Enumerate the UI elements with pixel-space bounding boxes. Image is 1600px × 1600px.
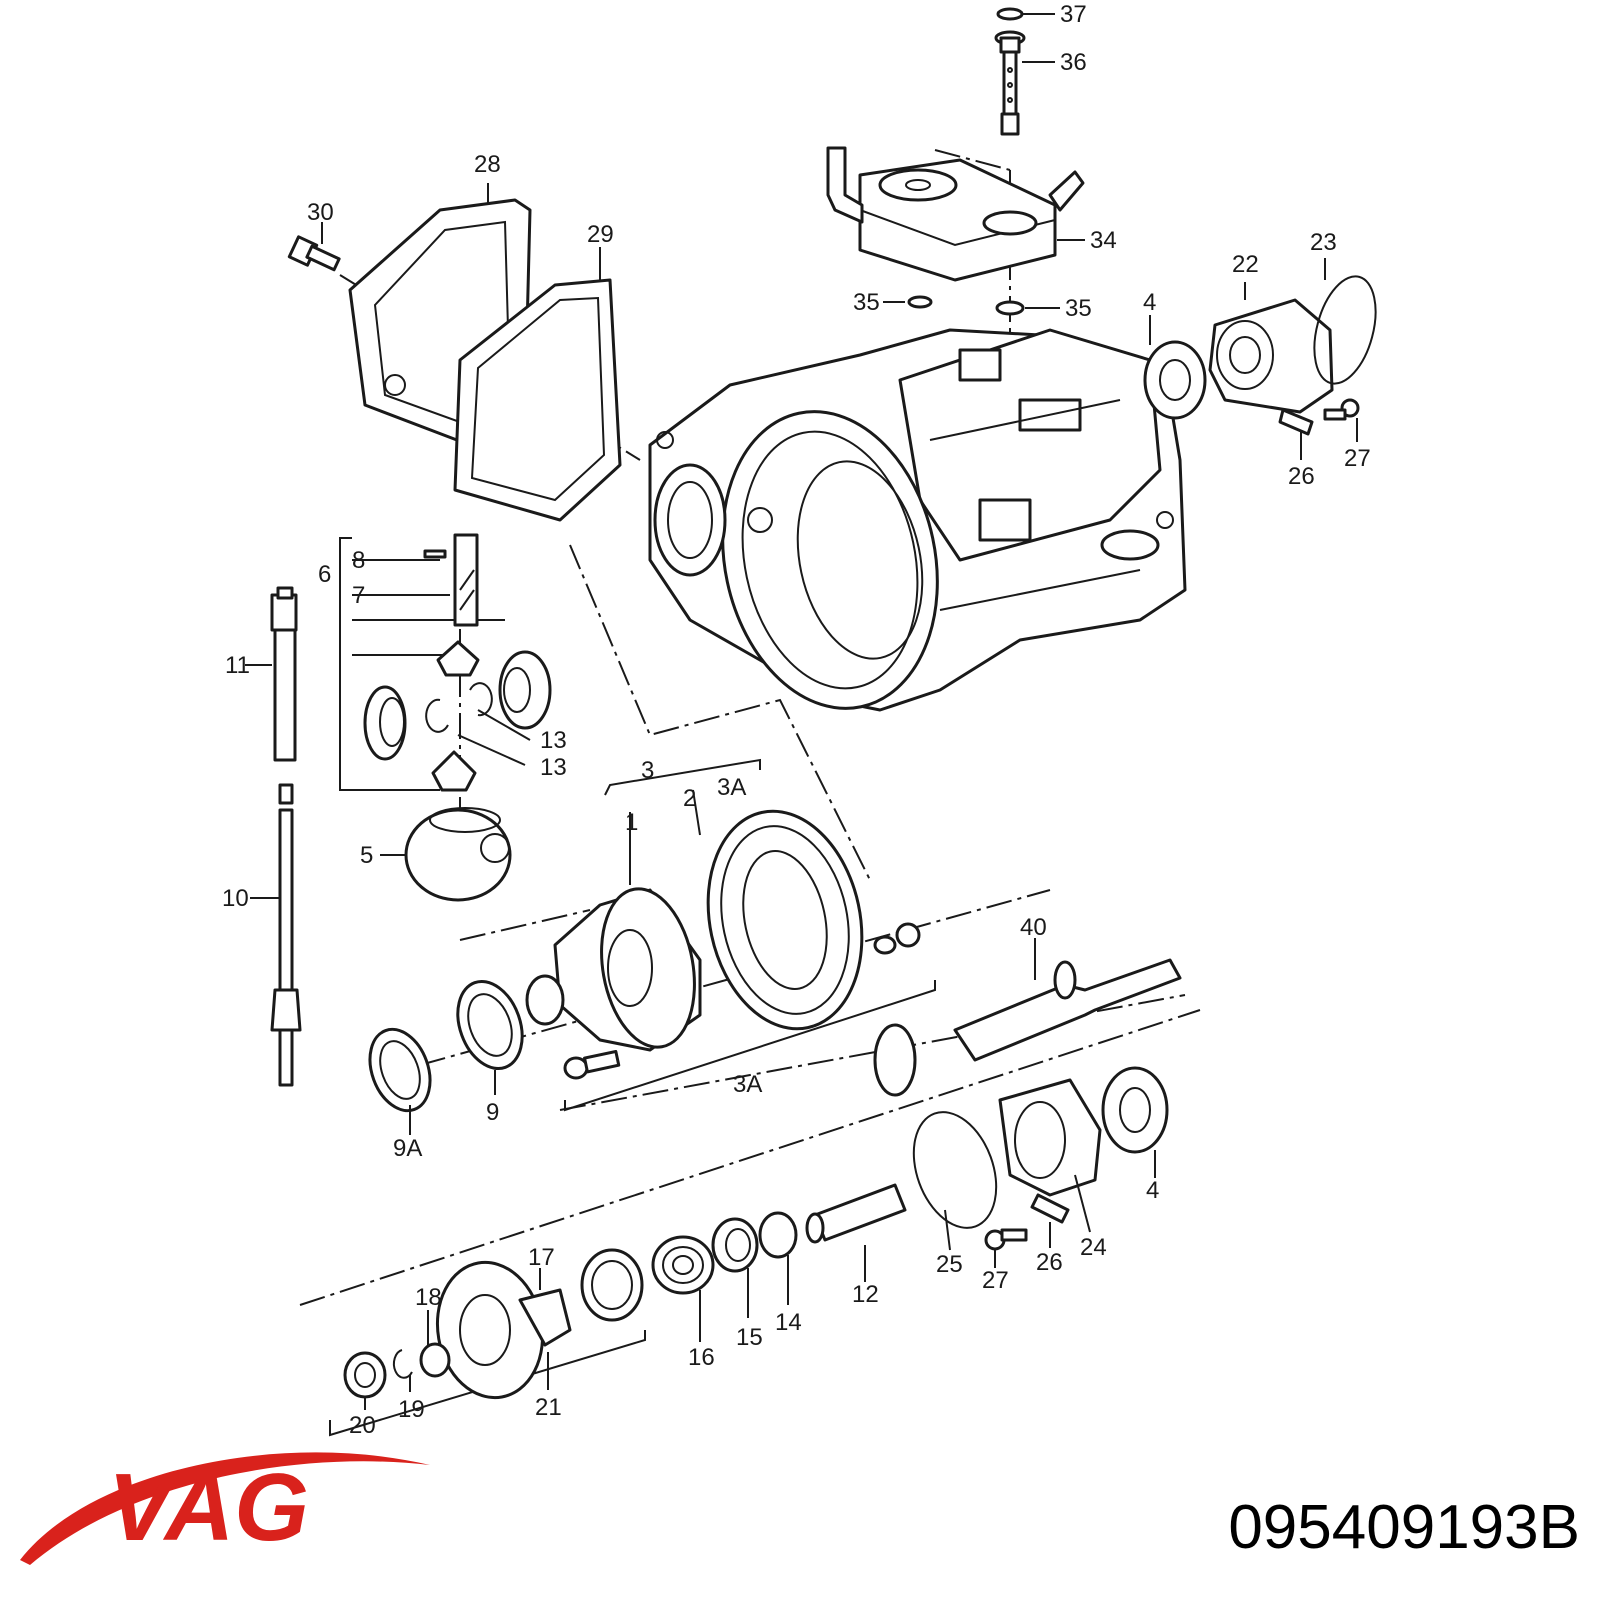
bearing-bottom <box>1101 1066 1169 1154</box>
callout-40: 40 <box>1020 914 1047 941</box>
callout-17: 17 <box>528 1244 555 1271</box>
callout-36: 36 <box>1060 49 1087 76</box>
callout-16: 16 <box>688 1344 715 1371</box>
washers <box>873 922 921 955</box>
flange-assembly <box>435 1260 572 1400</box>
differential-case <box>525 887 702 1052</box>
pan-gasket <box>453 278 622 522</box>
callout-34: 34 <box>1090 227 1117 254</box>
transmission-housing <box>648 328 1187 712</box>
callout-26-bottom: 26 <box>1036 1249 1063 1276</box>
logo-text: VAG <box>108 1454 309 1561</box>
callout-9: 9 <box>486 1099 499 1126</box>
callout-4-bottom: 4 <box>1146 1177 1159 1204</box>
planet-gear-bottom <box>431 750 477 792</box>
callout-35-right: 35 <box>1065 295 1092 322</box>
output-shaft <box>805 1183 907 1244</box>
shaft-pin <box>423 549 447 559</box>
oil-cooler <box>826 146 1085 282</box>
callout-1: 1 <box>625 809 638 836</box>
circlip-left <box>425 698 449 733</box>
flange-bottom <box>998 1078 1102 1197</box>
shim-9a <box>368 1027 432 1113</box>
callout-22: 22 <box>1232 251 1259 278</box>
callout-6: 6 <box>318 561 331 588</box>
cooler-seal-left <box>907 295 933 309</box>
callout-8: 8 <box>352 547 365 574</box>
side-gear-right <box>498 650 552 730</box>
o-ring-top <box>1313 275 1377 385</box>
bolt-top <box>1323 398 1360 421</box>
flange-housing <box>1208 298 1334 414</box>
synchro-ring <box>758 1211 798 1259</box>
spring <box>651 1235 715 1295</box>
callout-35-left: 35 <box>853 289 880 316</box>
callout-7: 7 <box>352 582 365 609</box>
seal-ring <box>711 1217 759 1273</box>
leader-lines <box>245 13 1358 1410</box>
callout-11: 11 <box>225 652 250 679</box>
circlip-right <box>469 682 493 717</box>
cap <box>343 1351 387 1399</box>
differential-housing <box>404 807 512 902</box>
speedo-bushing <box>270 586 298 762</box>
bearing-cup <box>580 1248 644 1322</box>
speedo-drive-gear <box>456 979 524 1071</box>
callout-25: 25 <box>936 1251 963 1278</box>
callout-30: 30 <box>307 199 334 226</box>
banjo-bolt-washer <box>996 7 1024 21</box>
cooler-seal-right <box>995 300 1025 316</box>
bearing-top <box>1143 340 1207 420</box>
callout-5: 5 <box>360 842 373 869</box>
input-shaft <box>873 958 1182 1097</box>
crown-wheel-bolt <box>563 1049 621 1080</box>
callout-labels: 37 36 28 30 29 34 35 35 23 22 4 26 27 8 … <box>222 1 1371 1439</box>
planet-gear-top <box>436 640 480 677</box>
circlip <box>392 1349 413 1379</box>
lock-washer <box>419 1342 451 1378</box>
callout-3a-top: 3A <box>717 774 746 801</box>
callout-2: 2 <box>683 785 696 812</box>
callout-13-a: 13 <box>540 727 567 754</box>
callout-3: 3 <box>641 757 654 784</box>
callout-3a-bottom: 3A <box>733 1071 762 1098</box>
callout-4-top: 4 <box>1143 289 1156 316</box>
callout-28: 28 <box>474 151 501 178</box>
callout-18: 18 <box>415 1284 442 1311</box>
lock-plate-top <box>1278 408 1314 436</box>
pinion-shaft <box>453 533 479 627</box>
callout-10: 10 <box>222 885 249 912</box>
bolt-bottom <box>984 1228 1028 1251</box>
callout-27-bottom: 27 <box>982 1267 1009 1294</box>
crown-wheel <box>706 809 864 1031</box>
callout-20: 20 <box>349 1412 376 1439</box>
callout-14: 14 <box>775 1309 802 1336</box>
logo-swoosh <box>20 1452 430 1565</box>
side-gear-left <box>363 685 407 761</box>
callout-23: 23 <box>1310 229 1337 256</box>
cooler-banjo-bolt <box>994 30 1026 136</box>
callout-37: 37 <box>1060 1 1087 28</box>
callout-15: 15 <box>736 1324 763 1351</box>
part-number: 095409193B <box>1228 1493 1580 1562</box>
callout-29: 29 <box>587 221 614 248</box>
callout-12: 12 <box>852 1281 879 1308</box>
callout-21: 21 <box>535 1394 562 1421</box>
pan-bolt <box>287 235 341 272</box>
callout-19: 19 <box>398 1396 425 1423</box>
o-ring-bottom <box>912 1111 998 1229</box>
callout-26-top: 26 <box>1288 463 1315 490</box>
callout-27-top: 27 <box>1344 445 1371 472</box>
vag-logo: VAG <box>20 1452 430 1565</box>
callout-9a: 9A <box>393 1135 422 1162</box>
lock-plate-bottom <box>1030 1193 1070 1224</box>
callout-13-b: 13 <box>540 754 567 781</box>
speedo-shaft <box>270 783 302 1087</box>
callout-24: 24 <box>1080 1234 1107 1261</box>
